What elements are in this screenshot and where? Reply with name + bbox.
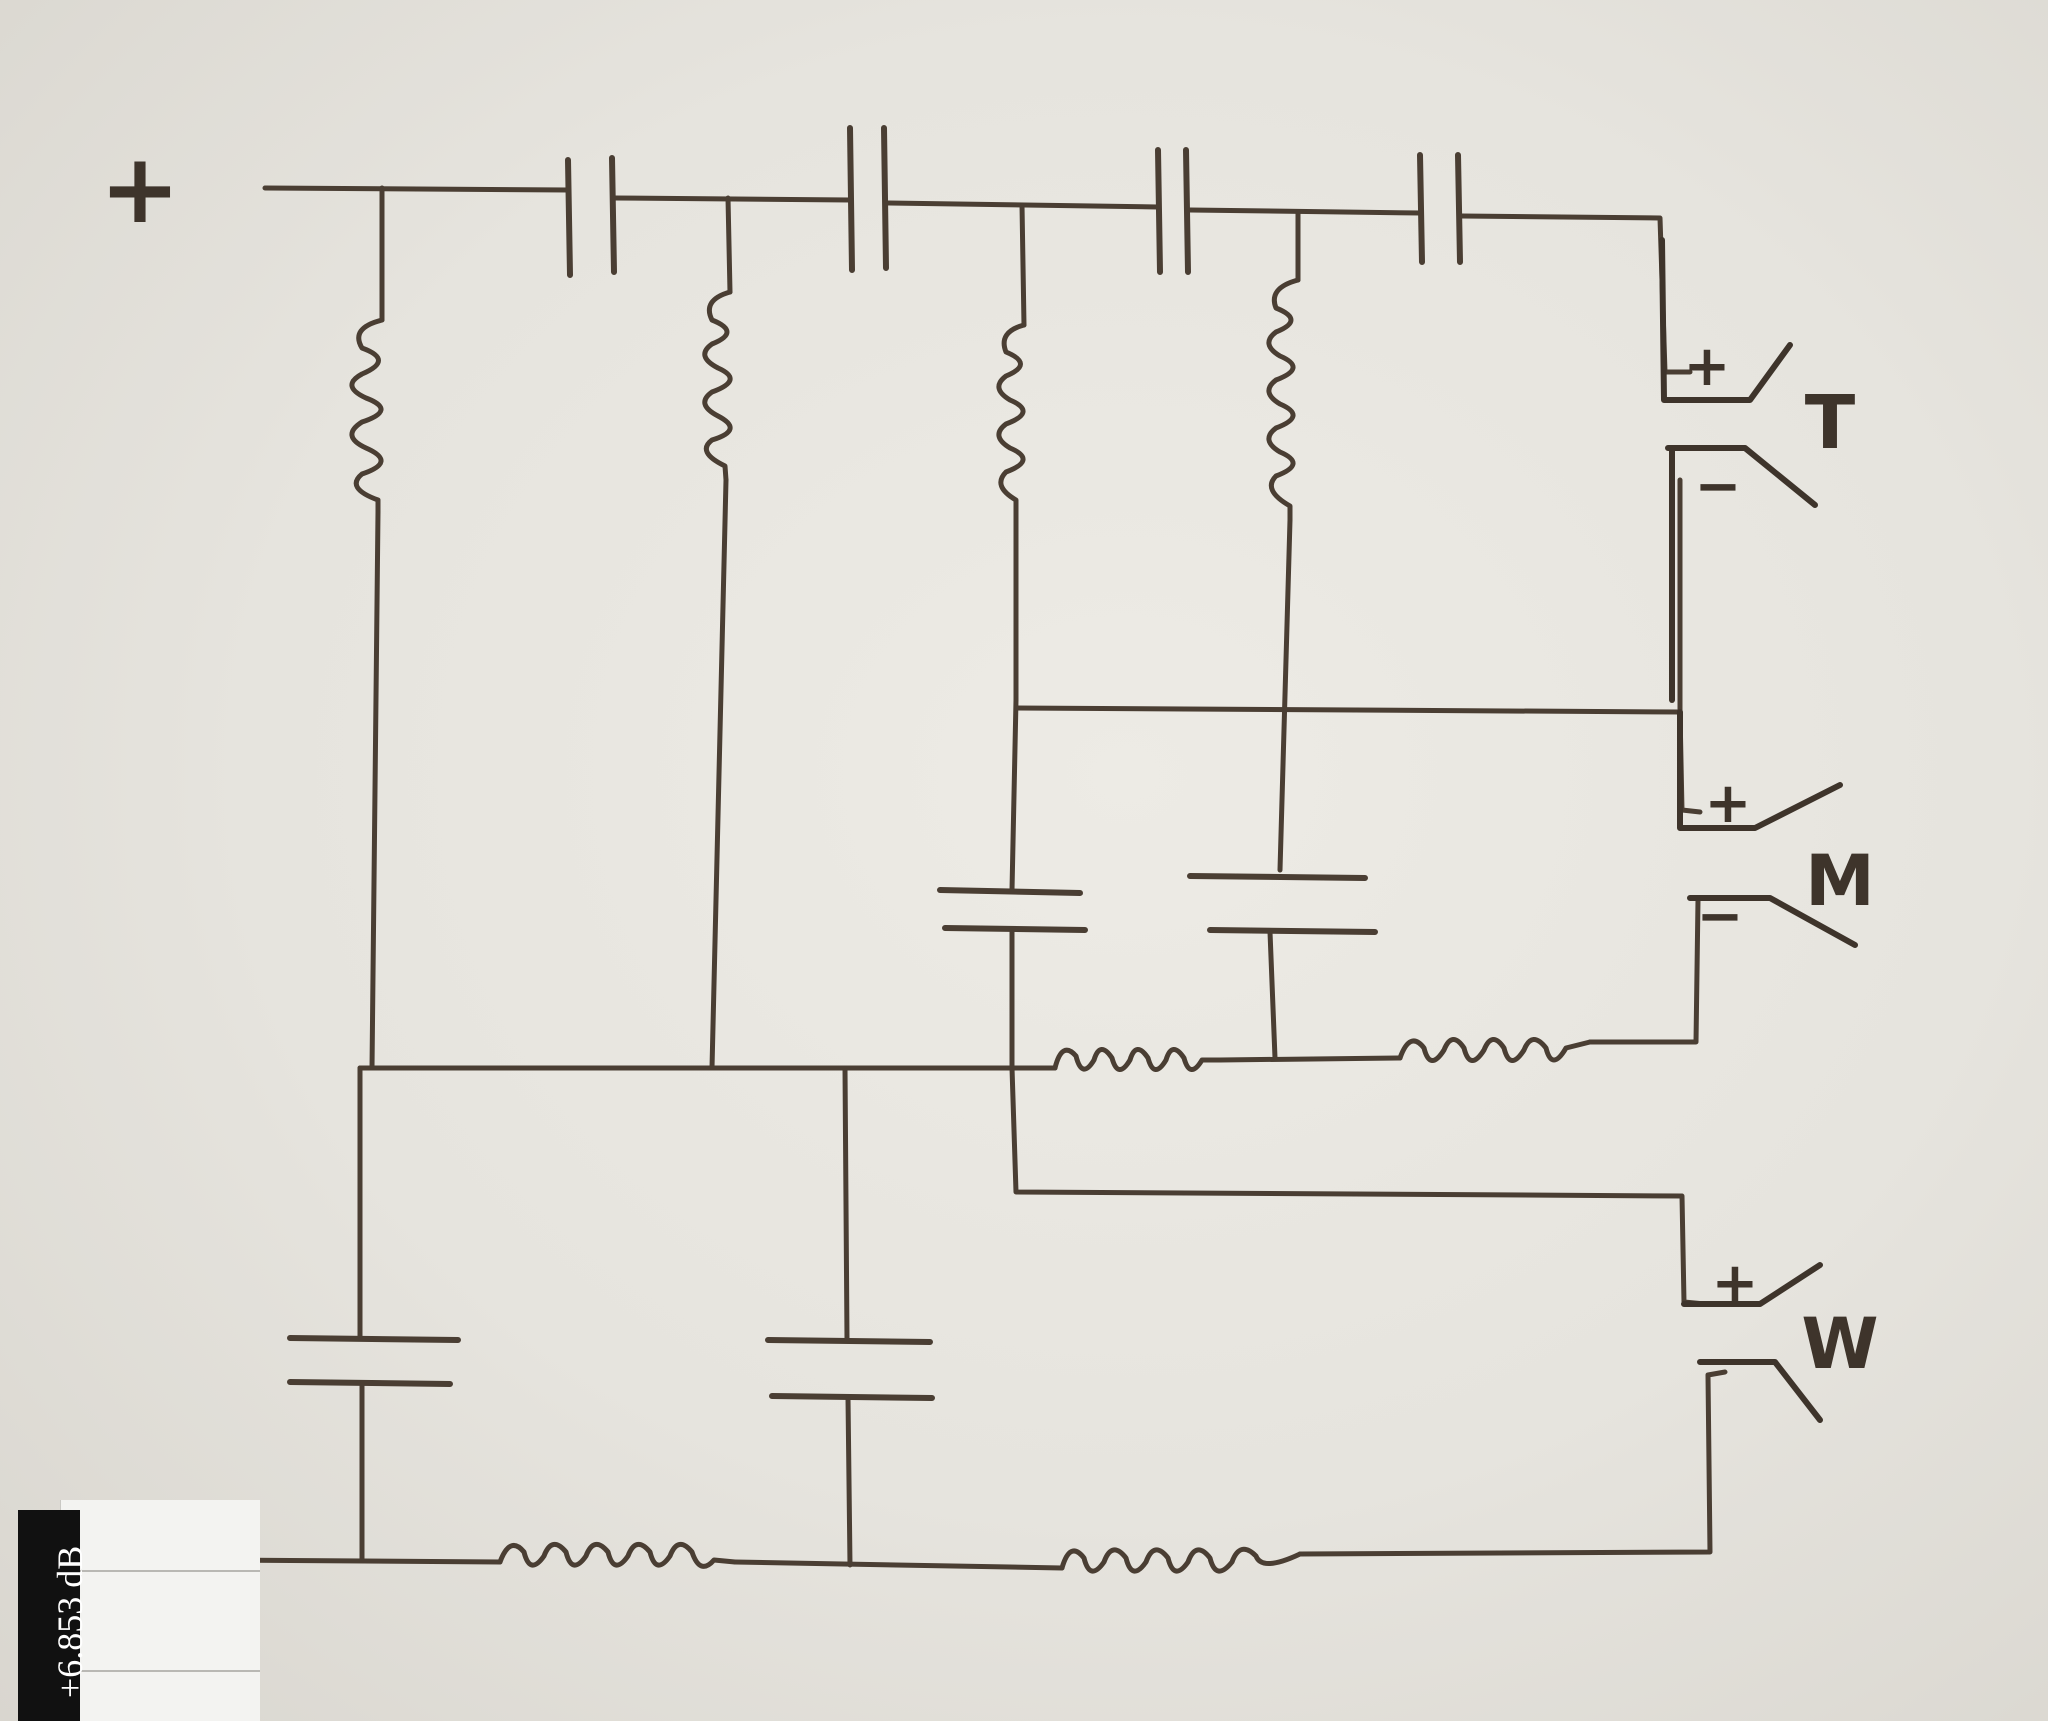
shunt-branch-2 (702, 195, 733, 1071)
midrange-minus-label: − (1697, 884, 1744, 949)
shunt-capacitor-3 (937, 697, 1088, 1071)
shunt-inductor-3 (996, 322, 1027, 515)
meter-reading-value: +6.853 (50, 1596, 90, 1698)
midrange-label: M (1805, 840, 1875, 922)
bottom-series-inductor-2 (1059, 1546, 1303, 1574)
meter-strip-paper (60, 1500, 260, 1721)
input-plus-label: + (100, 133, 180, 245)
mid-series-inductor-2 (1397, 1037, 1593, 1063)
series-capacitor-4 (1417, 152, 1463, 265)
midrange-terminal: + − M (1677, 709, 1875, 949)
bottom-rail (219, 1369, 1728, 1574)
series-capacitor-2 (847, 125, 889, 273)
mid-rail (707, 897, 1701, 1072)
series-capacitor-1 (565, 155, 617, 278)
shunt-inductor-2 (702, 289, 733, 483)
shunt-branch-3 (996, 202, 1027, 703)
shunt-branch-1 (287, 185, 713, 1563)
meter-strip: +6.853 dB (0, 1490, 260, 1721)
strip-rule (80, 1670, 260, 1672)
meter-reading-text: +6.853 dB (49, 1546, 91, 1698)
tweeter-minus-label: − (1695, 454, 1742, 519)
woofer-plus-label: + (1712, 1251, 1759, 1316)
meter-reading-unit: dB (50, 1545, 90, 1588)
bottom-series-inductor-1 (497, 1542, 738, 1569)
tweeter-plus-label: + (1684, 334, 1731, 399)
woofer-feed (1009, 1065, 1708, 1307)
midrange-plus-label: + (1705, 771, 1752, 836)
tweeter-terminal: + − T (1659, 237, 1856, 703)
strip-rule (80, 1570, 260, 1572)
centre-bus (1013, 477, 1703, 815)
shunt-capacitor-4 (1187, 873, 1378, 1061)
series-capacitor-3 (1155, 147, 1191, 275)
mid-series-inductor-1 (1052, 1047, 1223, 1072)
shunt-branch-4 (1266, 209, 1301, 873)
shunt-inductor-4 (1266, 277, 1301, 523)
shunt-capacitor-5 (765, 1065, 935, 1568)
shunt-inductor-1 (349, 317, 385, 515)
woofer-label: W (1801, 1303, 1878, 1385)
tweeter-label: T (1805, 380, 1856, 466)
top-rail (262, 185, 1693, 375)
meter-reading-bar (18, 1510, 80, 1721)
woofer-terminal: + W (1681, 1251, 1879, 1423)
